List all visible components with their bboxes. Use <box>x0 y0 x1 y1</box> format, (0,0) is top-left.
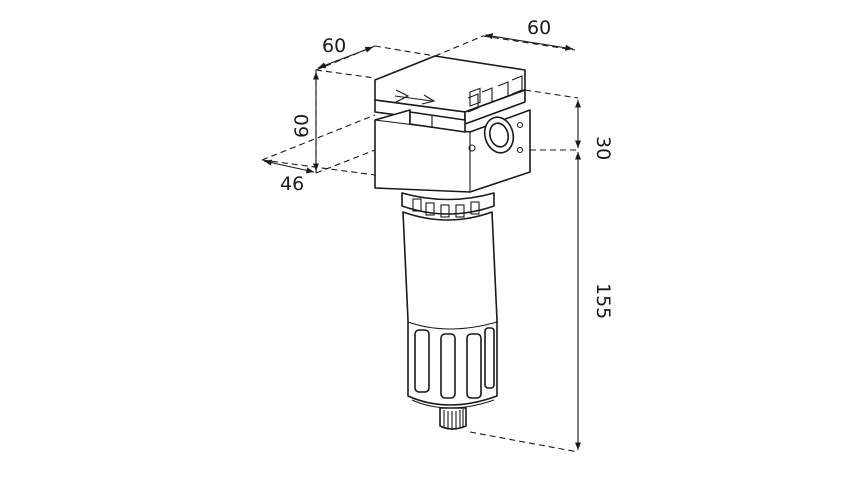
dim-head-height: 30 <box>592 136 614 160</box>
dim-bottom-left-depth: 46 <box>280 173 304 195</box>
filter-bowl <box>401 192 498 430</box>
port-icon <box>483 116 515 154</box>
drain-valve-icon <box>439 407 467 430</box>
flow-direction-arrow-icon <box>394 89 436 105</box>
dim-top-right-depth: 60 <box>527 17 551 39</box>
dimension-lines <box>263 33 582 450</box>
dim-total-height: 155 <box>592 283 614 319</box>
dim-left-height: 60 <box>291 114 313 138</box>
filter-head <box>374 55 531 193</box>
dim-top-left-width: 60 <box>322 35 346 57</box>
